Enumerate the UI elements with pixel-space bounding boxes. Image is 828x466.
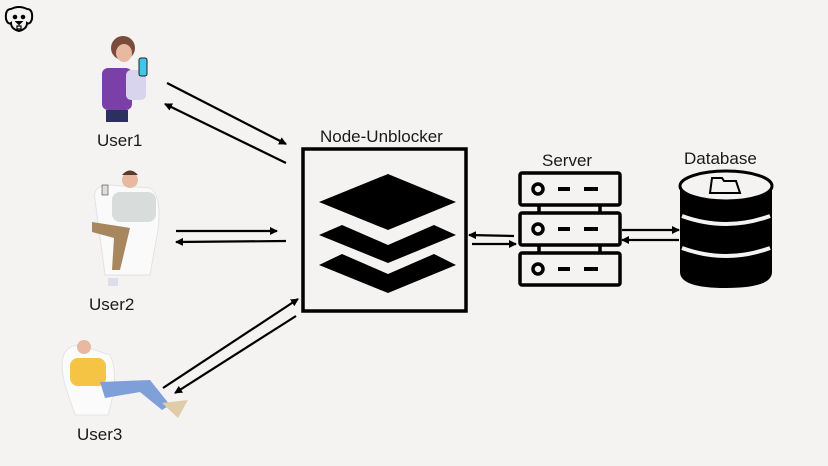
dog-logo-icon: [4, 6, 34, 33]
user3-label: User3: [77, 425, 123, 444]
layer-middle: [319, 225, 456, 263]
layer-top: [319, 174, 456, 230]
connection-arrows: [162, 82, 680, 394]
user1-avatar-icon: [102, 36, 148, 122]
arrow-proxy-to-user2: [175, 237, 287, 246]
server-label: Server: [542, 151, 593, 170]
arrow-proxy-to-user1: [164, 103, 287, 164]
arrow-server-to-proxy: [468, 231, 515, 240]
server-rack-icon: [518, 171, 622, 287]
user1-label: User1: [97, 131, 143, 150]
arrow-user1-to-proxy: [166, 82, 287, 145]
user2-label: User2: [89, 295, 135, 314]
database-label: Database: [684, 149, 757, 168]
database-icon: [678, 169, 774, 288]
layer-bottom: [319, 254, 456, 293]
user2-avatar-icon: [92, 170, 160, 286]
arrow-user3-to-proxy: [162, 298, 299, 389]
node-unblocker-box: [301, 147, 468, 313]
node-unblocker-label: Node-Unblocker: [320, 127, 443, 146]
user3-avatar-icon: [61, 340, 188, 418]
arrow-proxy-to-user3: [174, 315, 297, 394]
